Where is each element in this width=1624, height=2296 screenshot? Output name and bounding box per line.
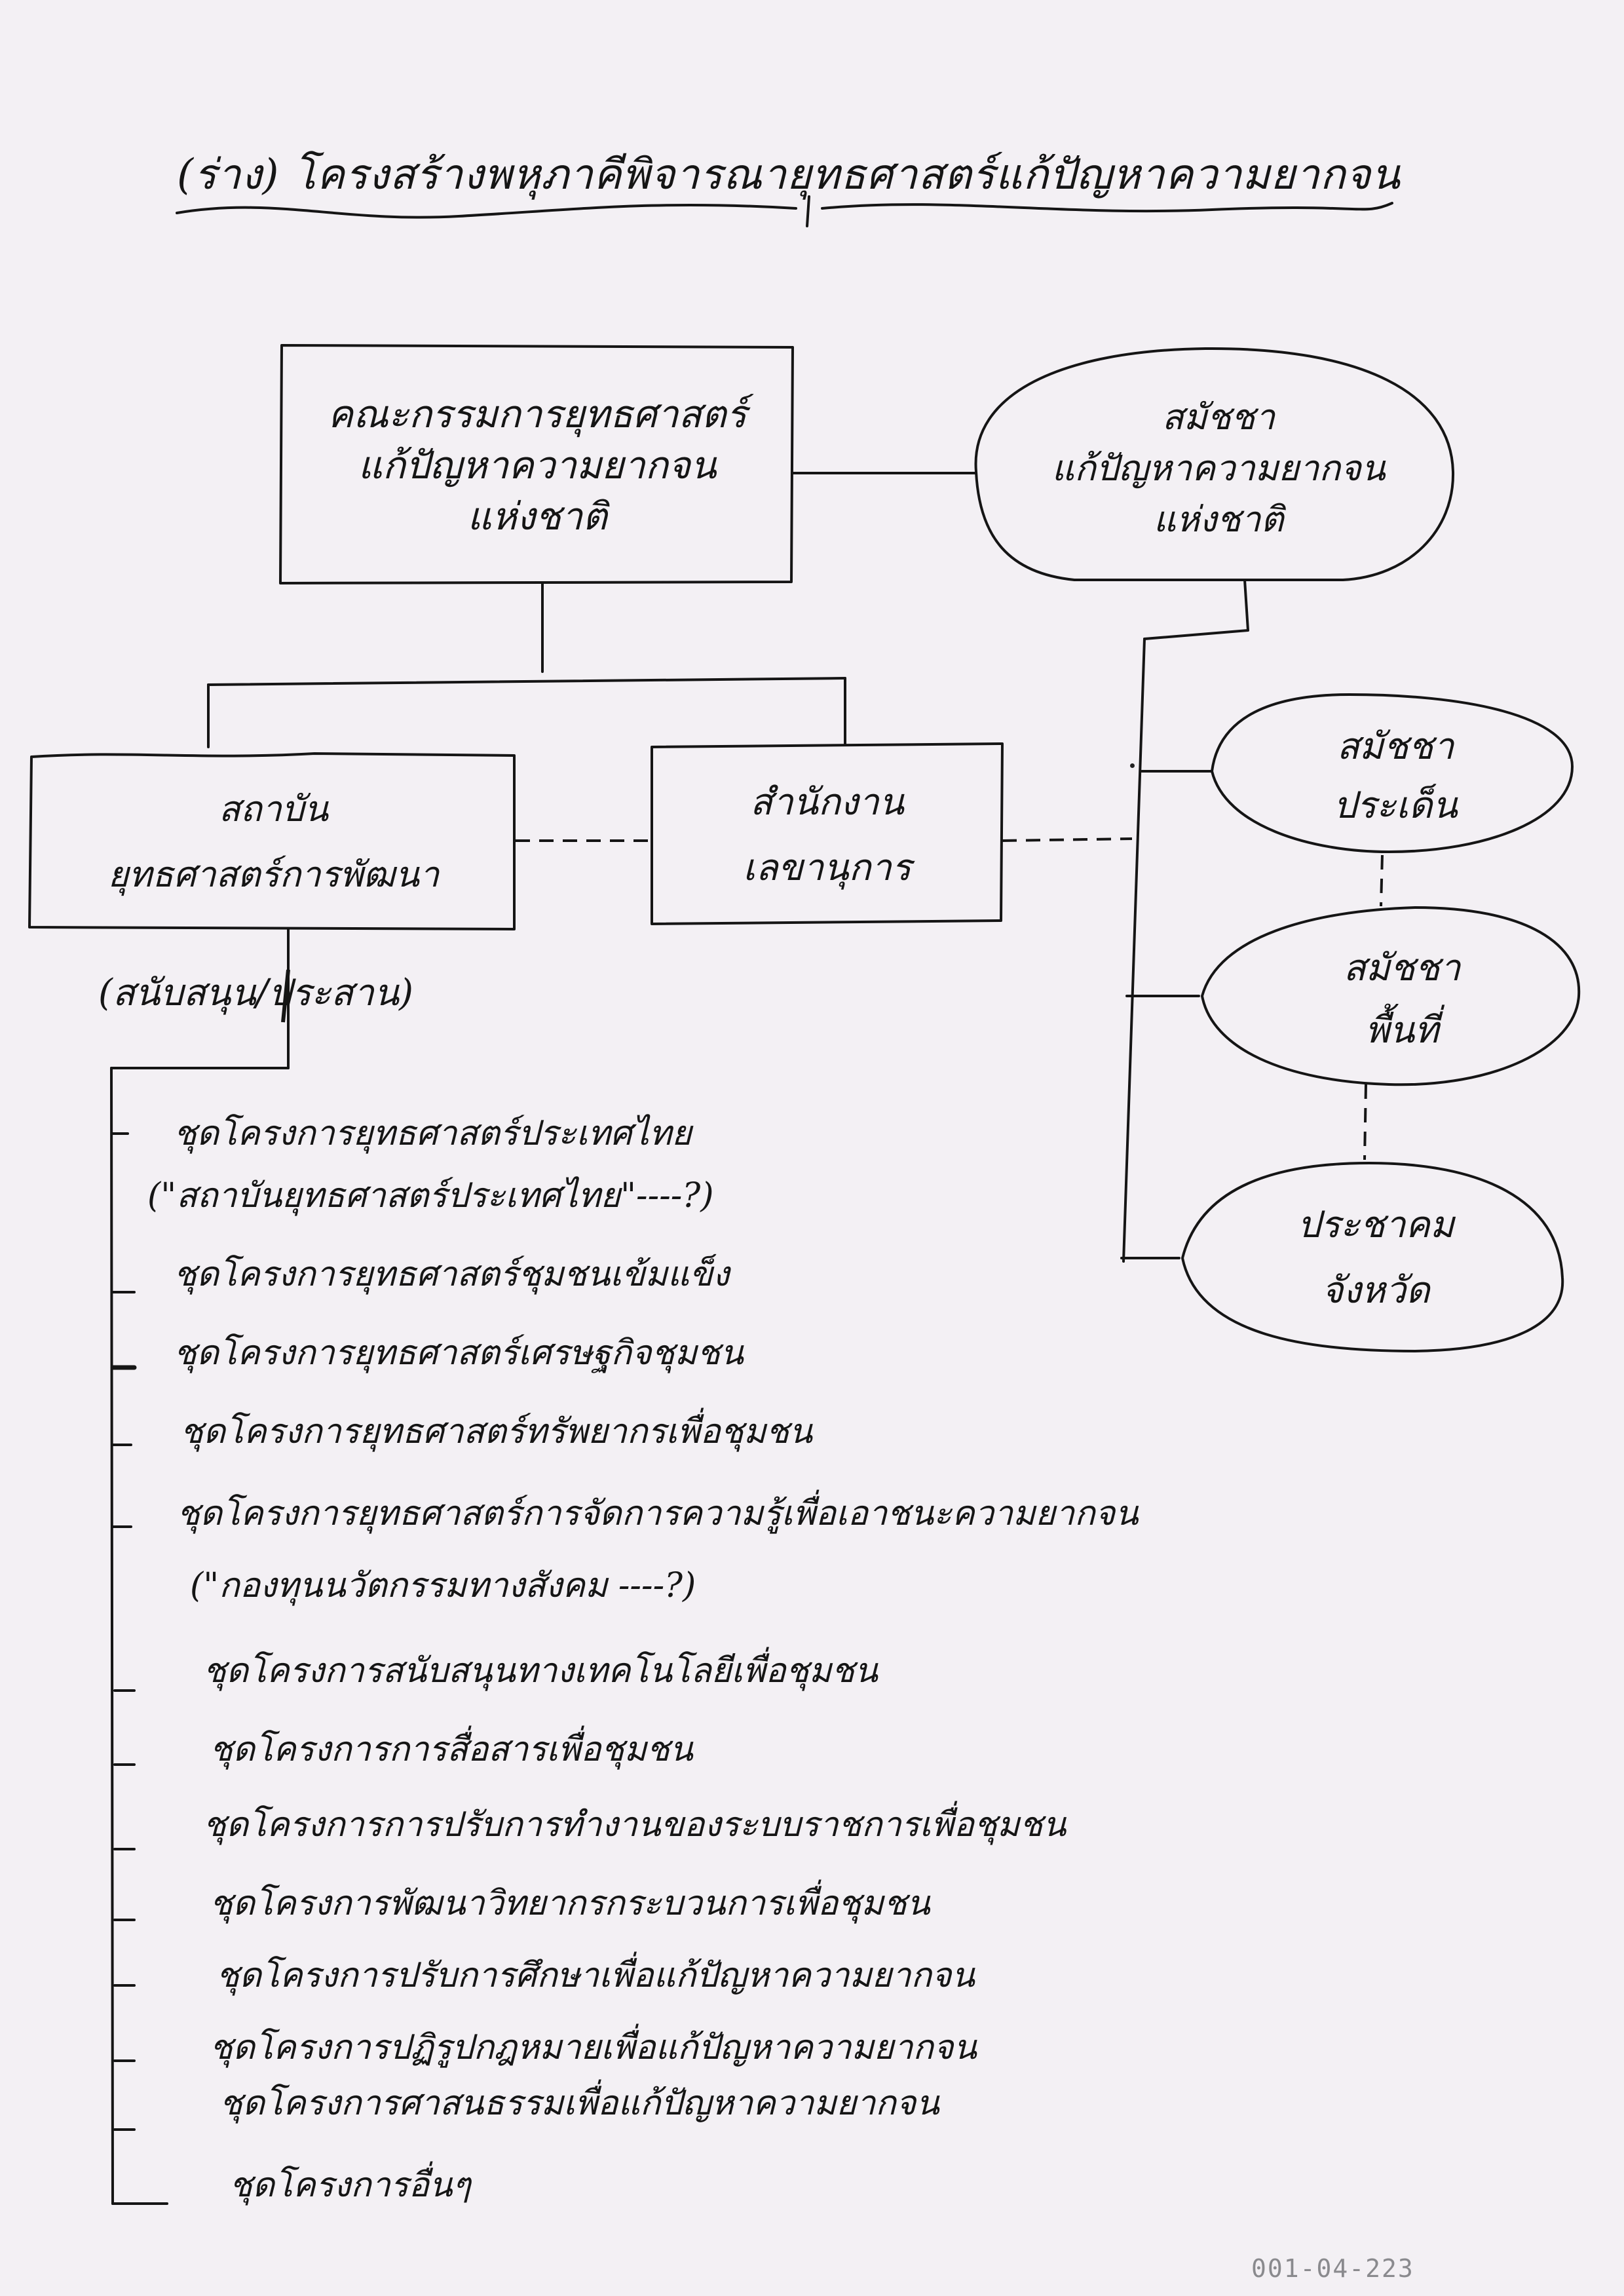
committee-line-3: แห่งชาติ	[467, 494, 607, 539]
committee-line-1: คณะกรรมการยุทธศาสตร์	[328, 392, 747, 436]
program-item-4: ชุดโครงการยุทธศาสตร์ทรัพยากรเพื่อชุมชน	[180, 1412, 813, 1451]
national-assembly-node: สมัชชา แก้ปัญหาความยากจน แห่งชาติ	[989, 364, 1448, 573]
national-assembly-line-1: สมัชชา	[1161, 396, 1275, 438]
program-item-8: ชุดโครงการการปรับการทำงานของระบบราชการเพ…	[203, 1805, 1067, 1845]
provincial-forum-node: ประชาคม จังหวัด	[1199, 1179, 1553, 1337]
issue-assembly-oval	[1211, 693, 1574, 853]
area-assembly-oval	[1201, 906, 1581, 1086]
committee-node: คณะกรรมการยุทธศาสตร์ แก้ปัญหาความยากจน แ…	[282, 354, 793, 577]
secretariat-line-2: เลขานุการ	[743, 847, 911, 889]
program-item-13: ชุดโครงการอื่นๆ	[229, 2166, 471, 2205]
issue-assembly-line-1: สมัชชา	[1336, 725, 1454, 768]
institute-note: (สนับสนุน/ประสาน)	[98, 972, 413, 1014]
national-assembly-oval	[974, 347, 1455, 581]
provincial-forum-oval	[1181, 1162, 1564, 1352]
committee-box	[279, 344, 794, 584]
program-item-5: ชุดโครงการยุทธศาสตร์การจัดการความรู้เพื่…	[177, 1494, 1139, 1533]
secretariat-box	[651, 742, 1004, 925]
ink-dot	[1130, 763, 1135, 768]
institute-box	[28, 752, 516, 930]
program-item-11: ชุดโครงการปฏิรูปกฎหมายเพื่อแก้ปัญหาความย…	[210, 2028, 977, 2067]
program-item-7: ชุดโครงการการสื่อสารเพื่อชุมชน	[210, 1730, 693, 1769]
national-assembly-line-2: แก้ปัญหาความยากจน	[1051, 448, 1386, 489]
issue-assembly-node: สมัชชา ประเด็น	[1232, 704, 1559, 849]
institute-node: สถาบัน ยุทธศาสตร์การพัฒนา	[33, 763, 514, 921]
page-title: (ร่าง) โครงสร้างพหุภาคีพิจารณายุทธศาสตร์…	[177, 151, 1401, 199]
program-item-1-note: ("สถาบันยุทธศาสตร์ประเทศไทย"----?)	[147, 1176, 714, 1215]
institute-line-1: สถาบัน	[218, 788, 329, 830]
institute-line-2: ยุทธศาสตร์การพัฒนา	[107, 854, 440, 895]
program-item-2: ชุดโครงการยุทธศาสตร์ชุมชนเข้มแข็ง	[174, 1255, 730, 1294]
title-underline-left	[176, 203, 797, 219]
area-assembly-line-2: พื้นที่	[1365, 1009, 1439, 1052]
provincial-forum-line-1: ประชาคม	[1297, 1204, 1454, 1246]
area-assembly-node: สมัชชา พื้นที่	[1232, 921, 1572, 1078]
title-underline-right	[821, 202, 1393, 213]
program-item-5-note: ("กองทุนนวัตกรรมทางสังคม ----?)	[190, 1566, 696, 1605]
secretariat-node: สำนักงาน เลขานุการ	[655, 754, 999, 917]
national-assembly-line-3: แห่งชาติ	[1153, 499, 1284, 540]
program-item-12: ชุดโครงการศาสนธรรมเพื่อแก้ปัญหาความยากจน	[219, 2084, 939, 2123]
provincial-forum-line-2: จังหวัด	[1321, 1269, 1430, 1312]
archive-stamp: 001-04-223	[1251, 2254, 1414, 2283]
program-item-9: ชุดโครงการพัฒนาวิทยากรกระบวนการเพื่อชุมช…	[210, 1884, 930, 1923]
secretariat-line-1: สำนักงาน	[750, 781, 904, 824]
program-item-10: ชุดโครงการปรับการศึกษาเพื่อแก้ปัญหาความย…	[216, 1956, 975, 1995]
program-item-6: ชุดโครงการสนับสนุนทางเทคโนโลยีเพื่อชุมชน	[203, 1651, 878, 1691]
program-item-3: ชุดโครงการยุทธศาสตร์เศรษฐกิจชุมชน	[174, 1333, 744, 1373]
area-assembly-line-1: สมัชชา	[1343, 947, 1461, 989]
issue-assembly-line-2: ประเด็น	[1333, 784, 1458, 827]
committee-line-2: แก้ปัญหาความยากจน	[358, 443, 717, 488]
program-item-1: ชุดโครงการยุทธศาสตร์ประเทศไทย	[174, 1114, 692, 1153]
